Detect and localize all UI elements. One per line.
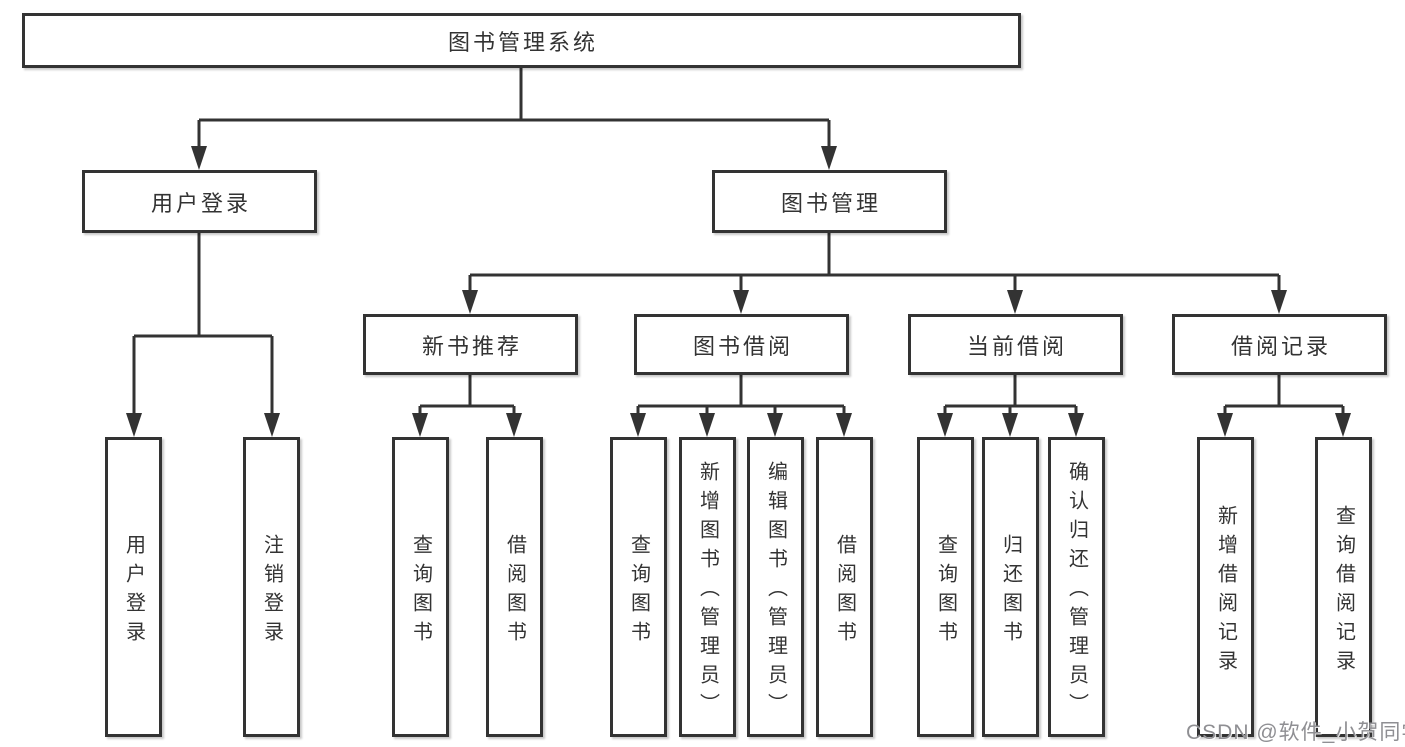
leaf-borrow-edit-books-admin: 编辑图书（管理员） [747,437,804,737]
node-new-book-recommend: 新书推荐 [363,314,578,375]
node-label: 新增借阅记录 [1214,504,1237,679]
leaf-borrow-query-books: 查询图书 [610,437,667,737]
node-label: 查询图书 [627,533,650,650]
node-label: 注销登录 [260,533,283,650]
node-user-login: 用户登录 [82,170,317,233]
node-label: 当前借阅 [966,333,1067,359]
watermark: CSDN @软件_小贺同学 [1186,721,1405,744]
node-label: 用户登录 [122,533,145,650]
node-label: 新增图书（管理员） [696,461,719,722]
node-label: 图书借阅 [692,333,793,359]
leaf-record-query: 查询借阅记录 [1315,437,1372,737]
leaf-logout: 注销登录 [243,437,300,737]
leaf-borrow-add-books-admin: 新增图书（管理员） [679,437,736,737]
leaf-current-return-books: 归还图书 [982,437,1039,737]
leaf-user-login: 用户登录 [105,437,162,737]
leaf-record-add: 新增借阅记录 [1197,437,1254,737]
node-label: 归还图书 [999,533,1022,650]
node-label: 图书管理 [780,190,881,216]
node-label: 用户登录 [150,190,251,216]
node-label: 查询图书 [934,533,957,650]
node-book-borrow: 图书借阅 [634,314,849,375]
arrowheads [126,146,1351,437]
leaf-current-query-books: 查询图书 [917,437,974,737]
node-label: 借阅记录 [1230,333,1331,359]
node-label: 图书管理系统 [447,29,598,55]
node-current-borrow: 当前借阅 [908,314,1123,375]
node-label: 查询借阅记录 [1332,504,1355,679]
leaf-current-confirm-return-admin: 确认归还（管理员） [1048,437,1105,737]
node-label: 编辑图书（管理员） [764,461,787,722]
leaf-newbook-query-books: 查询图书 [392,437,449,737]
node-borrow-records: 借阅记录 [1172,314,1387,375]
node-label: 借阅图书 [833,533,856,650]
node-label: 确认归还（管理员） [1065,461,1088,722]
leaf-newbook-borrow-books: 借阅图书 [486,437,543,737]
node-label: 借阅图书 [503,533,526,650]
node-book-management: 图书管理 [712,170,947,233]
leaf-borrow-borrow-books: 借阅图书 [816,437,873,737]
node-library-system: 图书管理系统 [22,13,1021,68]
node-label: 新书推荐 [421,333,522,359]
node-label: 查询图书 [409,533,432,650]
